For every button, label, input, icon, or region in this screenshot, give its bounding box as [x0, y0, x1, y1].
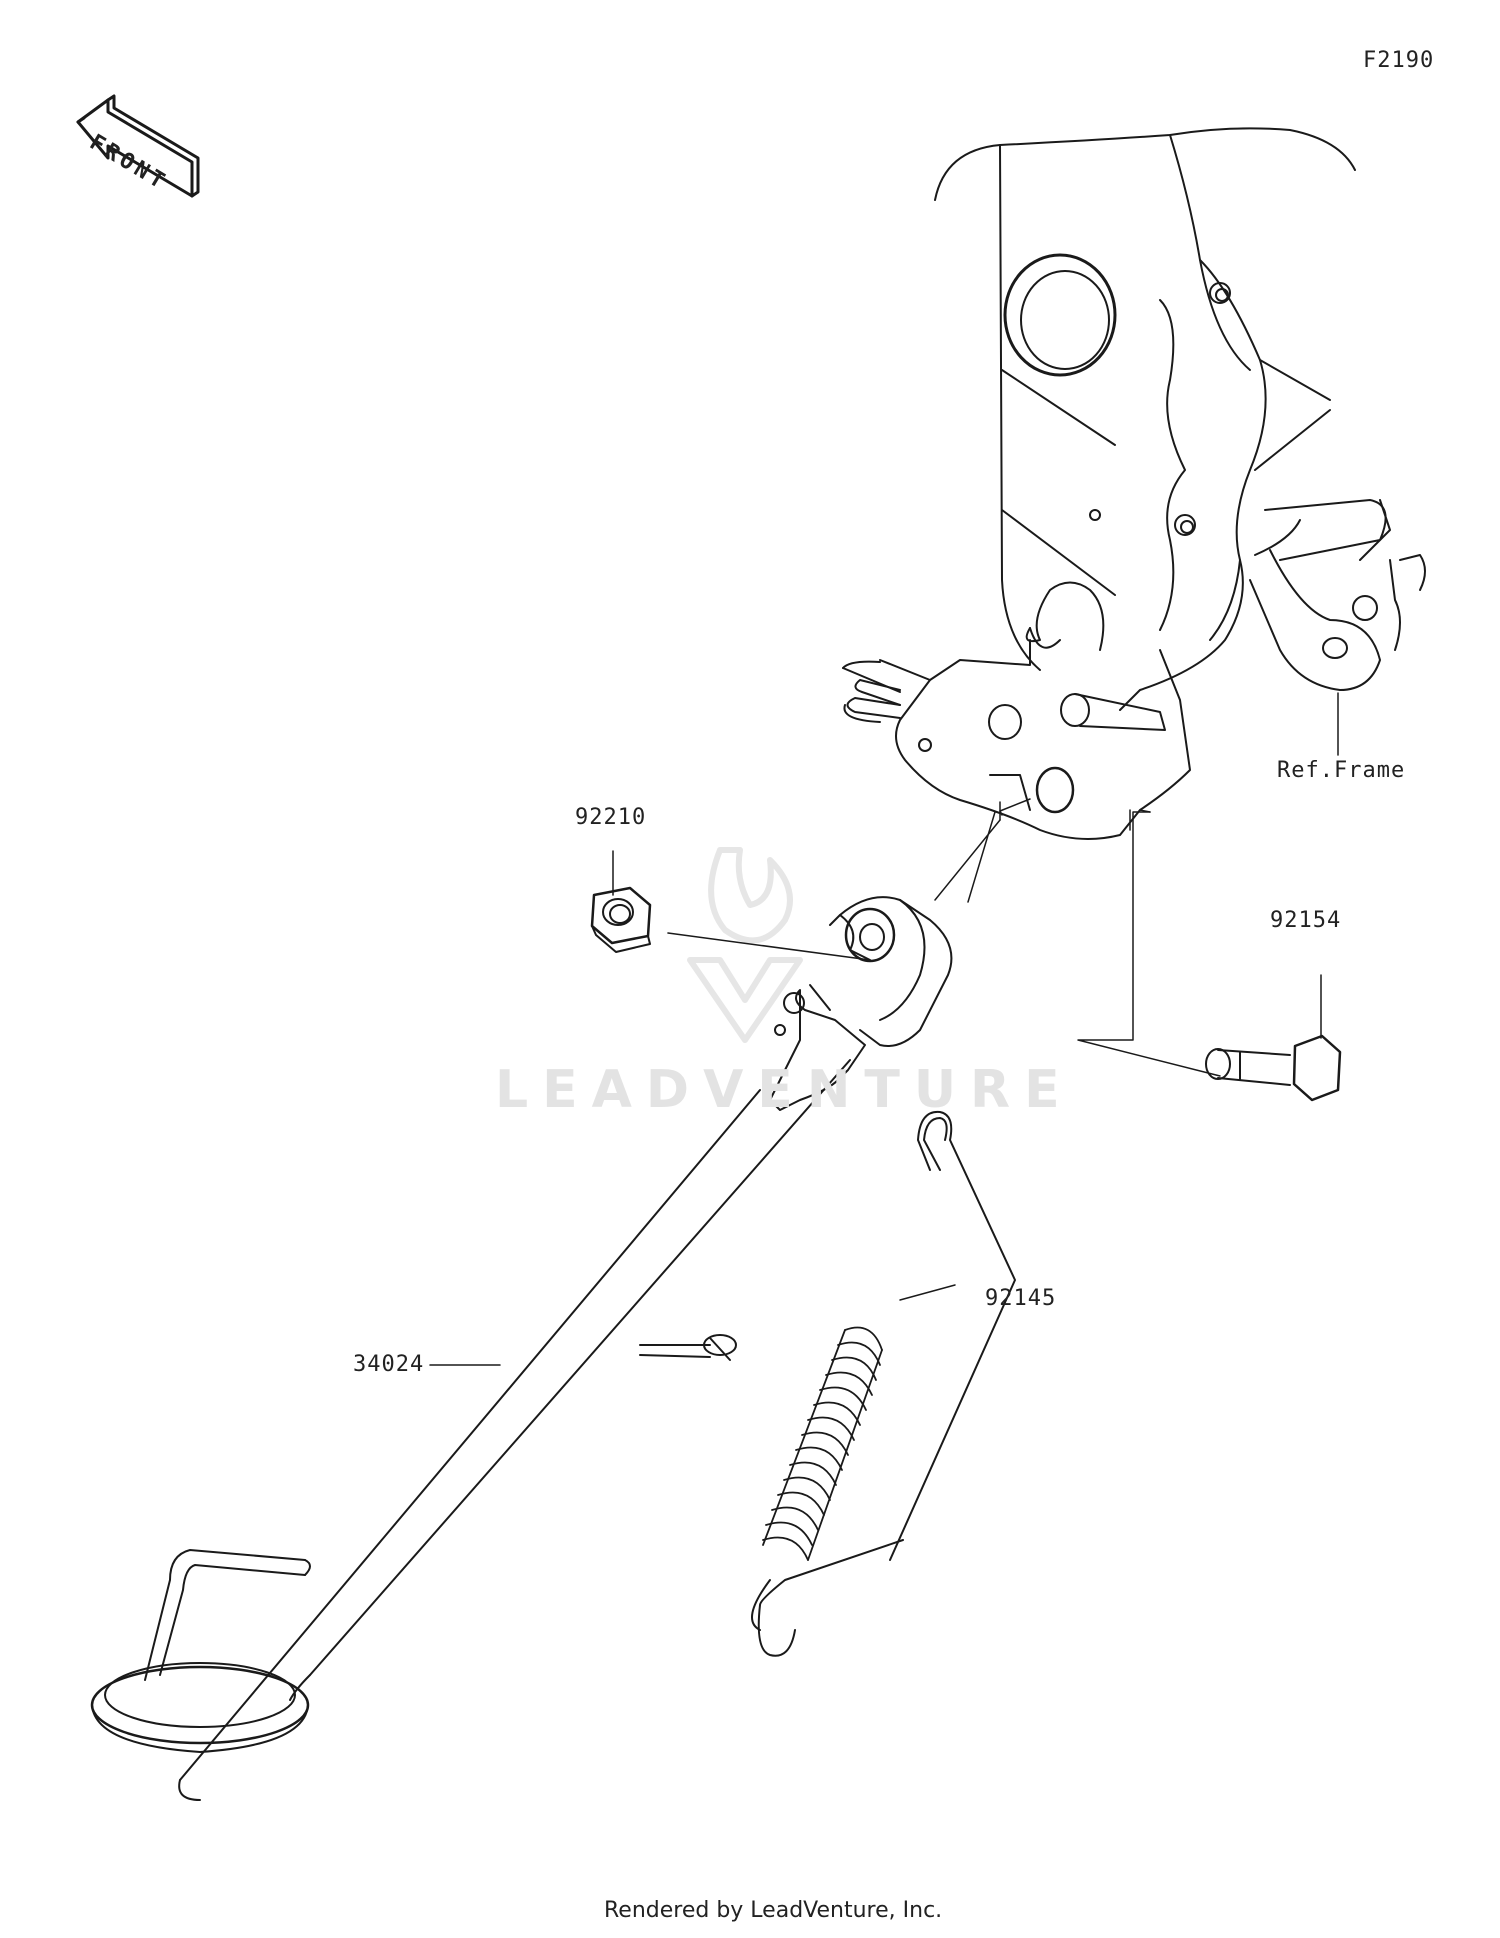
nut-92210: [590, 886, 652, 953]
watermark-logo: [687, 847, 803, 1043]
leader-lines: [429, 692, 1339, 1366]
watermark-text: LEADVENTURE: [495, 1060, 1074, 1120]
callout-34024: 34024: [353, 1352, 425, 1377]
bolt-92154: [1205, 1034, 1342, 1102]
frame-outline: [934, 127, 1426, 711]
front-arrow-icon: [76, 94, 200, 198]
callout-92145: 92145: [985, 1286, 1057, 1311]
callout-92154: 92154: [1270, 908, 1342, 933]
footer-credit: Rendered by LeadVenture, Inc.: [604, 1898, 943, 1923]
stand-bracket: [842, 581, 1191, 840]
side-stand-34024: [90, 896, 953, 1801]
spring-92145: [751, 1110, 1016, 1657]
callout-92210: 92210: [575, 805, 647, 830]
ref-frame-label: Ref.Frame: [1277, 758, 1406, 783]
diagram-code: F2190: [1363, 48, 1435, 73]
